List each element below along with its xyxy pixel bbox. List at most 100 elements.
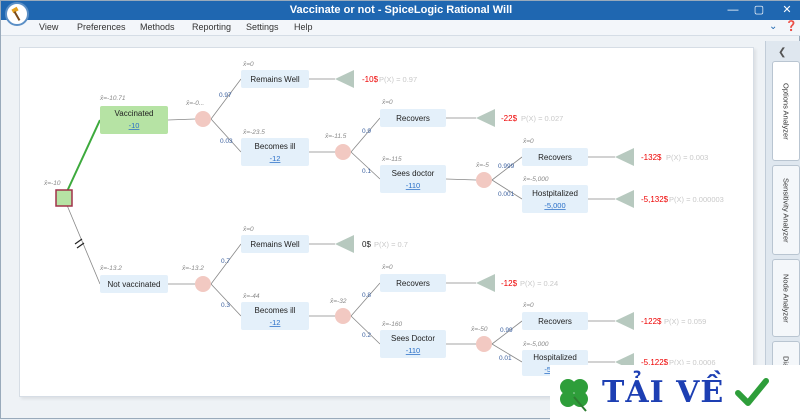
vaccinated-xval: x̄=-10.71	[99, 95, 126, 102]
nv-doc-recovers-label: Recovers	[538, 317, 572, 326]
v-remains-well-node[interactable]	[241, 70, 309, 88]
nv-hospitalized-payoff: -5,122$	[641, 358, 669, 367]
decision-tree-canvas[interactable]: x̄=-10 Vaccinated -10 x̄=-10.71 x̄=-0...…	[19, 47, 754, 397]
tab-sensitivity-analyzer[interactable]: Sensitivity Analyzer	[772, 165, 800, 255]
menu-settings[interactable]: Settings	[246, 22, 279, 32]
v-recovers-terminal[interactable]	[476, 109, 495, 127]
nv-remains-well-terminal[interactable]	[335, 235, 354, 253]
tab-options-analyzer[interactable]: Options Analyzer	[772, 61, 800, 161]
v-sees-doctor-label: Sees doctor	[392, 169, 435, 178]
nv-doc-recovers-prob: 0.99	[500, 327, 513, 334]
not-vaccinated-chance-node[interactable]	[195, 276, 211, 292]
v-doc-recovers-terminal[interactable]	[615, 148, 634, 166]
v-doc-recovers-payoff: -132$	[641, 153, 662, 162]
nv-remains-well-label: Remains Well	[250, 240, 299, 249]
maximize-button[interactable]: ▢	[753, 4, 765, 16]
nv-remains-well-node[interactable]	[241, 235, 309, 253]
nv-hospitalized-xval: x̄=-5,000	[522, 341, 549, 348]
prune-marker	[74, 238, 85, 249]
v-recovers-px: P(X) = 0.027	[521, 114, 563, 123]
nv-becomes-ill-value-link[interactable]: -12	[270, 318, 281, 327]
v-remains-well-label: Remains Well	[250, 75, 299, 84]
v-hospitalized-node[interactable]	[522, 185, 588, 213]
v-sees-doctor-value-link[interactable]: -110	[406, 181, 420, 190]
vaccinated-chance-node[interactable]	[195, 111, 211, 127]
v-doc-recovers-xval: x̄=0	[522, 138, 534, 145]
v-recovers-prob: 0.9	[362, 128, 371, 135]
v-hospitalized-payoff: -5,132$	[641, 195, 669, 204]
tab-sensitivity-analyzer-label: Sensitivity Analyzer	[781, 177, 791, 243]
v-remains-well-terminal[interactable]	[335, 70, 354, 88]
v-hospitalized-label: Hostpitalized	[532, 189, 578, 198]
nv-sees-doctor-xval: x̄=-160	[381, 321, 402, 328]
close-button[interactable]: ✕	[782, 4, 792, 16]
nv-sees-doctor-chance-xval: x̄=-50	[470, 326, 488, 333]
v-doc-recovers-label: Recovers	[538, 153, 572, 162]
v-doc-recovers-node[interactable]	[522, 148, 588, 166]
menu-reporting[interactable]: Reporting	[192, 22, 232, 32]
v-sees-doctor-chance-node[interactable]	[476, 172, 492, 188]
v-becomes-ill-value-link[interactable]: -12	[270, 154, 281, 163]
nv-doc-recovers-terminal[interactable]	[615, 312, 634, 330]
root-decision-node[interactable]	[55, 189, 73, 207]
minimize-button[interactable]: —	[727, 4, 739, 16]
help-icon[interactable]: ❓	[785, 21, 798, 32]
v-hospitalized-px: P(X) = 0.000003	[669, 195, 724, 204]
v-becomes-ill-chance-node[interactable]	[335, 144, 351, 160]
nv-recovers-payoff: -12$	[501, 279, 518, 288]
menu-methods[interactable]: Methods	[140, 22, 175, 32]
watermark-overlay: TẢI VỀ	[550, 365, 800, 420]
analyzer-side-panel: ❮ Options Analyzer Sensitivity Analyzer …	[765, 41, 800, 420]
tab-node-analyzer-label: Node Analyzer	[781, 273, 791, 323]
nv-becomes-ill-xval: x̄=-44	[242, 293, 260, 300]
v-hospitalized-prob: 0.001	[498, 191, 515, 198]
collapse-ribbon-icon[interactable]: ⌄	[769, 21, 778, 32]
nv-recovers-terminal[interactable]	[476, 274, 495, 292]
tab-node-analyzer[interactable]: Node Analyzer	[772, 259, 800, 337]
menu-help[interactable]: Help	[294, 22, 313, 32]
vaccinated-label: Vaccinated	[115, 109, 154, 118]
nv-sees-doctor-prob: 0.2	[362, 332, 371, 339]
v-recovers-node[interactable]	[380, 109, 446, 127]
chevron-left-icon[interactable]: ❮	[778, 47, 787, 58]
nv-doc-recovers-node[interactable]	[522, 312, 588, 330]
nv-doc-recovers-xval: x̄=0	[522, 302, 534, 309]
vaccinated-node[interactable]	[100, 106, 168, 134]
watermark-text: TẢI VỀ	[602, 375, 725, 410]
nv-becomes-ill-chance-node[interactable]	[335, 308, 351, 324]
v-sees-doctor-node[interactable]	[380, 165, 446, 193]
not-vaccinated-chance-xval: x̄=-13.2	[181, 265, 204, 272]
v-remains-well-px: P(X) = 0.97	[379, 75, 417, 84]
nv-doc-recovers-px: P(X) = 0.059	[664, 317, 706, 326]
v-hospitalized-xval: x̄=-5,000	[522, 176, 549, 183]
checkmark-icon	[735, 377, 770, 406]
app-logo-icon[interactable]	[5, 2, 29, 26]
nv-remains-well-payoff: 0$	[362, 240, 371, 249]
nv-becomes-ill-label: Becomes ill	[255, 306, 296, 315]
nv-hospitalized-px: P(X) = 0.0006	[669, 358, 716, 367]
vaccinated-value-link[interactable]: -10	[129, 121, 140, 130]
nv-sees-doctor-chance-node[interactable]	[476, 336, 492, 352]
nv-becomes-ill-node[interactable]	[241, 302, 309, 330]
menu-view[interactable]: View	[39, 22, 59, 32]
nv-remains-well-xval: x̄=0	[242, 226, 254, 233]
nv-sees-doctor-node[interactable]	[380, 330, 446, 358]
not-vaccinated-node[interactable]	[100, 275, 168, 293]
nv-becomes-ill-prob: 0.3	[221, 302, 230, 309]
v-sees-doctor-chance-xval: x̄=-5	[475, 162, 489, 169]
v-recovers-xval: x̄=0	[381, 99, 393, 106]
menu-preferences[interactable]: Preferences	[77, 22, 126, 32]
nv-sees-doctor-label: Sees Doctor	[391, 334, 435, 343]
not-vaccinated-label: Not vaccinated	[108, 280, 161, 289]
v-recovers-label: Recovers	[396, 114, 430, 123]
nv-sees-doctor-value-link[interactable]: -110	[406, 346, 420, 355]
title-bar: Vaccinate or not - SpiceLogic Rational W…	[1, 1, 800, 20]
nv-recovers-node[interactable]	[380, 274, 446, 292]
v-becomes-ill-chance-xval: x̄=-11.5	[324, 133, 347, 140]
v-hospitalized-value-link[interactable]: -5,000	[544, 201, 565, 210]
v-becomes-ill-node[interactable]	[241, 138, 309, 166]
v-doc-recovers-prob: 0.999	[498, 163, 515, 170]
clover-icon	[560, 378, 588, 412]
v-hospitalized-terminal[interactable]	[615, 190, 634, 208]
vaccinated-chance-xval: x̄=-0...	[185, 100, 204, 107]
